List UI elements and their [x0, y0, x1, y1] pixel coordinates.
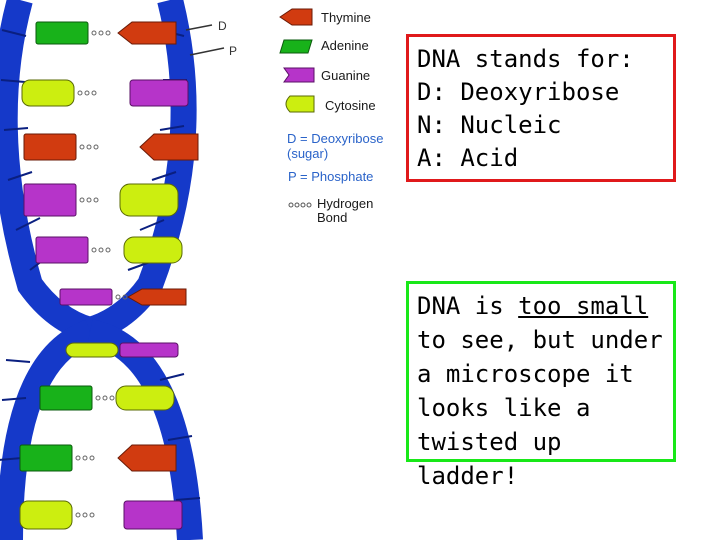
base-left — [19, 444, 73, 472]
hydrogen-dot — [82, 455, 88, 461]
acronym-line-a: A: Acid — [417, 144, 519, 172]
base-left — [23, 133, 77, 161]
base-right — [119, 342, 179, 358]
hydrogen-dot — [79, 197, 85, 203]
base-right — [123, 500, 183, 530]
hydrogen-dot — [93, 197, 99, 203]
dna-double-helix-diagram: D P Thymine Adenine Guanine Cytosine D =… — [0, 0, 383, 540]
hydrogen-dot — [93, 144, 99, 150]
hydrogen-bond-icon — [288, 202, 312, 208]
hydrogen-dot — [89, 512, 95, 518]
base-right — [117, 444, 177, 472]
acronym-line-n: N: Nucleic — [417, 111, 562, 139]
base-pairs — [19, 21, 199, 530]
base-left — [21, 79, 75, 107]
base-right — [119, 183, 179, 217]
base-left — [23, 183, 77, 217]
base-left — [19, 500, 73, 530]
hydrogen-dot — [105, 30, 111, 36]
acronym-line-d: D: Deoxyribose — [417, 78, 620, 106]
hydrogen-dot — [115, 294, 121, 300]
legend-cytosine: Cytosine — [325, 98, 376, 113]
legend: Thymine Adenine Guanine Cytosine D = Deo… — [279, 8, 383, 225]
guanine-swatch — [283, 67, 315, 83]
base-right — [123, 236, 183, 264]
base-right — [129, 79, 189, 107]
base-right — [139, 133, 199, 161]
base-left — [39, 385, 93, 411]
hydrogen-dot — [86, 144, 92, 150]
base-left — [35, 236, 89, 264]
legend-sugar: (sugar) — [287, 146, 328, 161]
legend-guanine: Guanine — [321, 68, 370, 83]
base-right — [115, 385, 175, 411]
hydrogen-dot — [86, 197, 92, 203]
label-d: D — [218, 19, 227, 33]
hydrogen-dot — [98, 247, 104, 253]
adenine-swatch — [279, 39, 313, 54]
hydrogen-dot — [89, 455, 95, 461]
hydrogen-dot — [75, 455, 81, 461]
hydrogen-dot — [105, 247, 111, 253]
legend-bond: Bond — [317, 210, 347, 225]
hydrogen-dot — [98, 30, 104, 36]
hydrogen-dot — [79, 144, 85, 150]
description-text-start: DNA is — [417, 292, 519, 320]
acronym-heading: DNA stands for: — [417, 45, 634, 73]
label-p: P — [229, 44, 237, 58]
base-left — [35, 21, 89, 45]
description-text-end: to see, but under a microscope it looks … — [417, 326, 663, 490]
dna-acronym-box: DNA stands for: D: Deoxyribose N: Nuclei… — [406, 34, 676, 182]
hydrogen-dot — [109, 395, 115, 401]
hydrogen-dot — [102, 395, 108, 401]
thymine-swatch — [279, 8, 313, 26]
hydrogen-dot — [91, 247, 97, 253]
base-left — [65, 342, 119, 358]
hydrogen-dot — [82, 512, 88, 518]
legend-phosphate: P = Phosphate — [288, 169, 373, 184]
legend-thymine: Thymine — [321, 10, 371, 25]
legend-hydrogen: Hydrogen — [317, 196, 373, 211]
legend-adenine: Adenine — [321, 38, 369, 53]
hydrogen-dot — [77, 90, 83, 96]
hydrogen-dot — [95, 395, 101, 401]
base-left — [59, 288, 113, 306]
base-right — [117, 21, 177, 45]
cytosine-swatch — [285, 95, 315, 113]
legend-deoxyribose: D = Deoxyribose — [287, 131, 383, 146]
hydrogen-dot — [91, 30, 97, 36]
hydrogen-dot — [84, 90, 90, 96]
dna-description-box: DNA is too small to see, but under a mic… — [406, 281, 676, 490]
p-pointer-line — [189, 47, 225, 56]
hydrogen-dot — [91, 90, 97, 96]
description-underlined: too small — [518, 292, 649, 320]
d-pointer-line — [185, 24, 213, 31]
base-right — [126, 288, 187, 306]
hydrogen-dot — [75, 512, 81, 518]
